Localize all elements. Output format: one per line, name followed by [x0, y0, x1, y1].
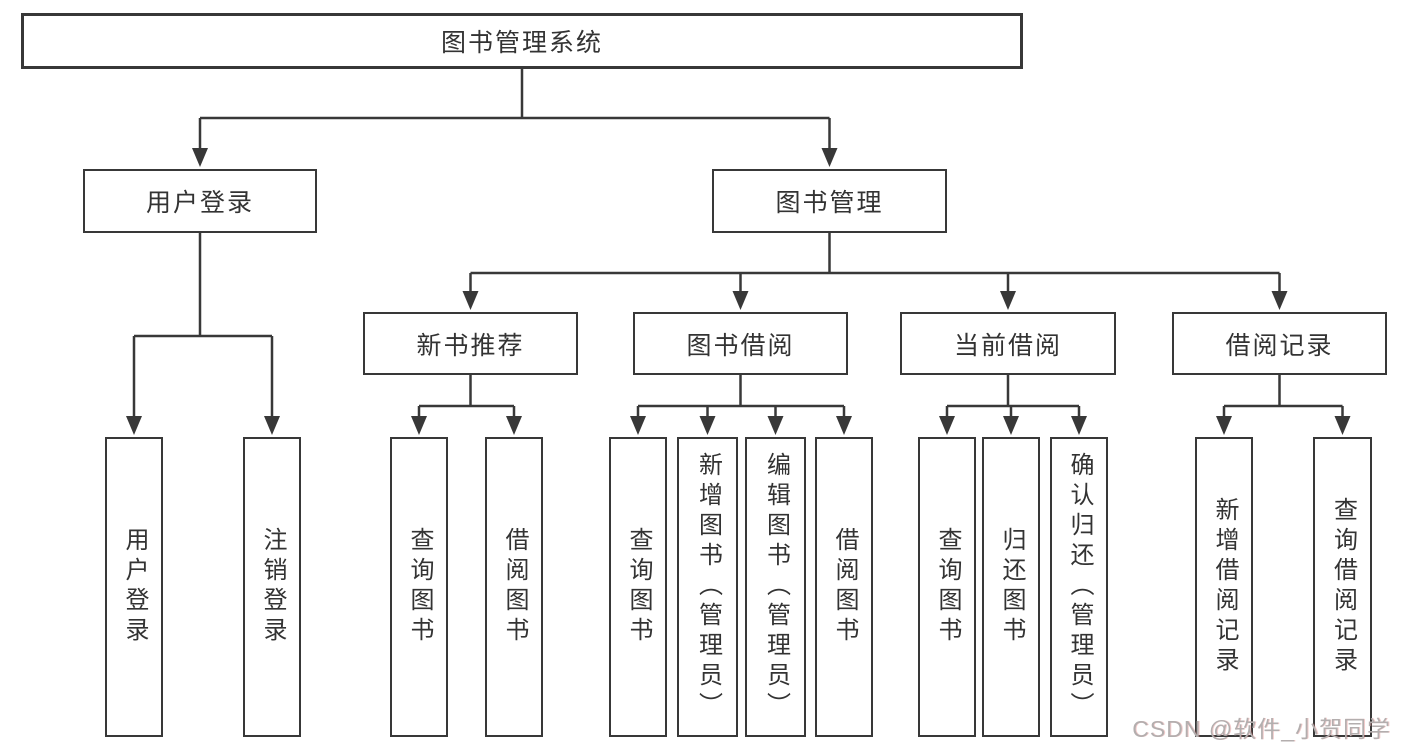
leaf-query-books-recommend: 查询图书	[390, 437, 448, 737]
node-book-borrow: 图书借阅	[633, 312, 848, 375]
leaf-confirm-return-admin: 确认归还（管理员）	[1050, 437, 1108, 737]
leaf-user-login: 用户登录	[105, 437, 163, 737]
connector-current-borrow-children	[945, 375, 1081, 420]
node-new-book-recommend: 新书推荐	[363, 312, 578, 375]
leaf-borrow-books-recommend-label: 借阅图书	[501, 527, 528, 647]
node-borrow-records-label: 借阅记录	[1225, 331, 1334, 360]
leaf-logout-label: 注销登录	[259, 527, 286, 647]
node-book-management: 图书管理	[712, 169, 947, 233]
leaf-borrow-books-label: 借阅图书	[831, 527, 858, 647]
node-user-login: 用户登录	[83, 169, 317, 233]
connector-book-mgmt-to-level3	[469, 233, 1281, 295]
leaf-borrow-books-recommend: 借阅图书	[485, 437, 543, 737]
connector-book-borrow-children	[636, 375, 846, 420]
leaf-add-borrow-record: 新增借阅记录	[1195, 437, 1253, 737]
leaf-query-borrow-record-label: 查询借阅记录	[1329, 497, 1357, 677]
leaf-edit-books-admin-label: 编辑图书（管理员）	[762, 452, 790, 722]
leaf-confirm-return-admin-label: 确认归还（管理员）	[1066, 452, 1093, 722]
node-current-borrow-label: 当前借阅	[953, 331, 1062, 360]
connector-new-book-children	[417, 375, 516, 420]
leaf-add-books-admin: 新增图书（管理员）	[677, 437, 738, 737]
connector-borrow-record-children	[1222, 375, 1344, 420]
leaf-query-books-current: 查询图书	[918, 437, 976, 737]
leaf-add-borrow-record-label: 新增借阅记录	[1211, 497, 1238, 677]
leaf-return-books-label: 归还图书	[998, 527, 1025, 647]
node-new-book-recommend-label: 新书推荐	[416, 331, 525, 360]
leaf-borrow-books: 借阅图书	[815, 437, 873, 737]
leaf-query-books-borrow-label: 查询图书	[625, 527, 652, 647]
leaf-user-login-label: 用户登录	[121, 527, 148, 647]
leaf-query-borrow-record: 查询借阅记录	[1313, 437, 1372, 737]
node-library-system: 图书管理系统	[21, 13, 1023, 69]
leaf-logout: 注销登录	[243, 437, 301, 737]
node-book-management-label: 图书管理	[775, 189, 884, 217]
connector-user-login-children	[132, 233, 274, 420]
node-current-borrow: 当前借阅	[900, 312, 1116, 375]
connector-root-to-level2	[198, 69, 831, 152]
node-library-system-label: 图书管理系统	[440, 29, 603, 57]
node-book-borrow-label: 图书借阅	[686, 331, 795, 360]
leaf-edit-books-admin: 编辑图书（管理员）	[745, 437, 806, 737]
leaf-query-books-current-label: 查询图书	[934, 527, 961, 647]
node-user-login-label: 用户登录	[145, 189, 254, 217]
leaf-add-books-admin-label: 新增图书（管理员）	[694, 452, 722, 722]
leaf-query-books-borrow: 查询图书	[609, 437, 667, 737]
leaf-return-books: 归还图书	[982, 437, 1040, 737]
arrowheads	[126, 148, 1351, 435]
leaf-query-books-recommend-label: 查询图书	[406, 527, 433, 647]
node-borrow-records: 借阅记录	[1172, 312, 1387, 375]
